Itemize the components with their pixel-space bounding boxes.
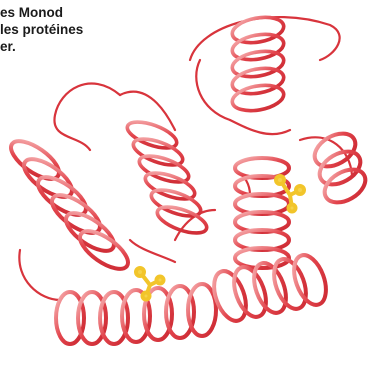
helix-top-right [230, 14, 285, 115]
loop-strands [19, 17, 352, 300]
caption-line-1: es Monod [0, 4, 83, 21]
caption-text: es Monod les protéines er. [0, 4, 83, 55]
helix-far-right [309, 127, 371, 209]
helix-center [124, 117, 210, 239]
caption-line-2: les protéines [0, 21, 83, 38]
helix-bottom-right [208, 251, 332, 325]
helix-left [5, 134, 134, 276]
caption-line-3: er. [0, 38, 83, 55]
helix-bottom [56, 284, 216, 344]
